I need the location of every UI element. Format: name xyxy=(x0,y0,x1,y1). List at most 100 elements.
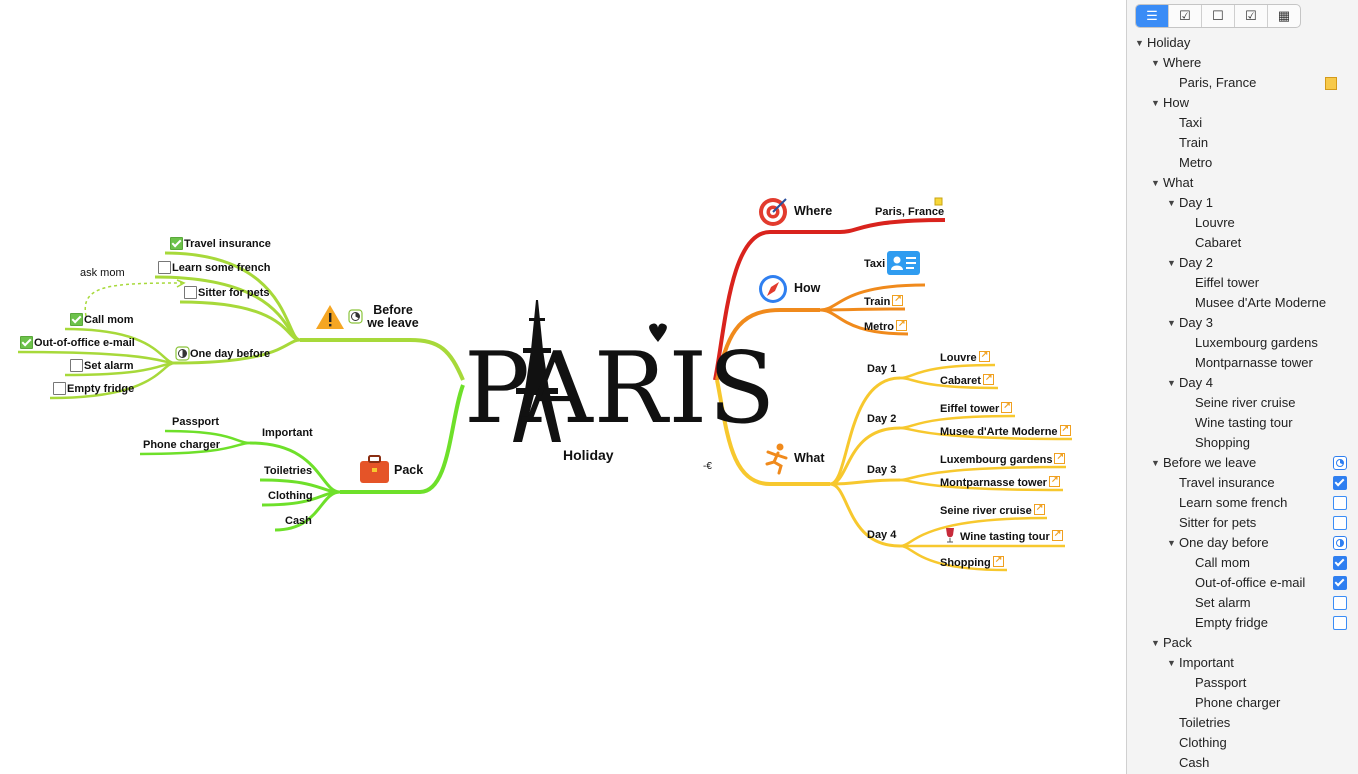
outline-row[interactable]: Travel insurance xyxy=(1127,473,1358,493)
topic-sitter-pets[interactable]: Sitter for pets xyxy=(198,287,270,299)
relationship-label[interactable]: ask mom xyxy=(80,267,125,279)
outline-row[interactable]: Toiletries xyxy=(1127,713,1358,733)
disclosure-triangle-icon[interactable]: ▼ xyxy=(1151,178,1160,188)
link-icon[interactable] xyxy=(982,371,994,385)
link-icon[interactable] xyxy=(978,348,990,362)
central-topic-image[interactable]: PARIS xyxy=(464,332,777,446)
checkbox-out-of-office[interactable] xyxy=(20,336,33,349)
outline-row[interactable]: Learn some french xyxy=(1127,493,1358,513)
outline-row[interactable]: Seine river cruise xyxy=(1127,393,1358,413)
topic-one-day-before[interactable]: One day before xyxy=(190,348,271,360)
topic-cash[interactable]: Cash xyxy=(285,515,312,527)
task-checkbox[interactable] xyxy=(1333,496,1347,510)
topic-pack[interactable]: Pack xyxy=(394,463,424,477)
task-checkbox[interactable] xyxy=(1333,476,1347,490)
outline-row[interactable]: ▼Day 2 xyxy=(1127,253,1358,273)
mind-map-canvas[interactable]: PARIS Holiday -€ Where Paris, France How… xyxy=(0,0,1126,774)
outline-row[interactable]: Luxembourg gardens xyxy=(1127,333,1358,353)
topic-taxi[interactable]: Taxi xyxy=(864,258,886,270)
note-icon[interactable] xyxy=(1325,77,1337,90)
topic-luxembourg[interactable]: Luxembourg gardens xyxy=(940,450,1066,467)
topic-day-2[interactable]: Day 2 xyxy=(867,413,897,425)
disclosure-triangle-icon[interactable]: ▼ xyxy=(1167,658,1176,668)
calendar-view-icon[interactable]: ▦ xyxy=(1277,8,1291,23)
link-icon[interactable] xyxy=(1048,473,1060,487)
outline-row[interactable]: Louvre xyxy=(1127,213,1358,233)
topic-empty-fridge[interactable]: Empty fridge xyxy=(67,383,135,395)
collapse-toggle[interactable]: -€ xyxy=(703,461,712,472)
outline-row[interactable]: ▼Where xyxy=(1127,53,1358,73)
link-icon[interactable] xyxy=(1033,501,1045,515)
disclosure-triangle-icon[interactable]: ▼ xyxy=(1167,378,1176,388)
topic-seine[interactable]: Seine river cruise xyxy=(940,501,1045,518)
topic-paris-france[interactable]: Paris, France xyxy=(875,206,945,218)
outline-row[interactable]: Cash xyxy=(1127,753,1358,773)
disclosure-triangle-icon[interactable]: ▼ xyxy=(1151,638,1160,648)
link-icon[interactable] xyxy=(892,292,904,306)
topic-how[interactable]: How xyxy=(794,281,821,295)
task-checkbox[interactable] xyxy=(1333,616,1347,630)
outline-row[interactable]: Sitter for pets xyxy=(1127,513,1358,533)
disclosure-triangle-icon[interactable]: ▼ xyxy=(1135,38,1144,48)
topic-day-3[interactable]: Day 3 xyxy=(867,464,897,476)
link-icon[interactable] xyxy=(895,317,907,331)
disclosure-triangle-icon[interactable]: ▼ xyxy=(1151,58,1160,68)
link-icon[interactable] xyxy=(992,553,1004,567)
disclosure-triangle-icon[interactable]: ▼ xyxy=(1167,198,1176,208)
disclosure-triangle-icon[interactable]: ▼ xyxy=(1167,538,1176,548)
topic-learn-french[interactable]: Learn some french xyxy=(172,262,271,274)
link-icon[interactable] xyxy=(1001,399,1013,413)
topic-day-1[interactable]: Day 1 xyxy=(867,363,897,375)
outline-row[interactable]: Set alarm xyxy=(1127,593,1358,613)
outline-row[interactable]: ▼Day 3 xyxy=(1127,313,1358,333)
checkbox-set-alarm[interactable] xyxy=(70,359,83,372)
outline-row[interactable]: Taxi xyxy=(1127,113,1358,133)
outline-row[interactable]: ▼What xyxy=(1127,173,1358,193)
outline-row[interactable]: Phone charger xyxy=(1127,693,1358,713)
checkbox-call-mom[interactable] xyxy=(70,313,83,326)
task-view-icon[interactable]: ☑ xyxy=(1169,5,1202,27)
link-icon[interactable] xyxy=(1054,450,1066,464)
outline-row[interactable]: Shopping xyxy=(1127,433,1358,453)
progress-icon[interactable] xyxy=(1333,456,1347,470)
topic-cabaret[interactable]: Cabaret xyxy=(940,371,994,388)
outline-row[interactable]: ▼Holiday xyxy=(1127,33,1358,53)
outline-row[interactable]: Out-of-office e-mail xyxy=(1127,573,1358,593)
disclosure-triangle-icon[interactable]: ▼ xyxy=(1167,258,1176,268)
topic-clothing[interactable]: Clothing xyxy=(268,490,313,502)
disclosure-triangle-icon[interactable]: ▼ xyxy=(1167,318,1176,328)
outline-row[interactable]: Train xyxy=(1127,133,1358,153)
topic-out-of-office[interactable]: Out-of-office e-mail xyxy=(34,337,135,349)
topic-travel-insurance[interactable]: Travel insurance xyxy=(184,238,271,250)
disclosure-triangle-icon[interactable]: ▼ xyxy=(1151,458,1160,468)
link-icon[interactable] xyxy=(1059,422,1071,436)
topic-shopping[interactable]: Shopping xyxy=(940,553,1004,570)
outline-row[interactable]: Wine tasting tour xyxy=(1127,413,1358,433)
topic-musee[interactable]: Musee d'Arte Moderne xyxy=(940,422,1071,439)
outline-row[interactable]: Musee d'Arte Moderne xyxy=(1127,293,1358,313)
outline-row[interactable]: Cabaret xyxy=(1127,233,1358,253)
topic-wine[interactable]: Wine tasting tour xyxy=(960,527,1063,544)
topic-passport[interactable]: Passport xyxy=(172,416,220,428)
task-checkbox[interactable] xyxy=(1333,556,1347,570)
outline-row[interactable]: Eiffel tower xyxy=(1127,273,1358,293)
outline-row[interactable]: Empty fridge xyxy=(1127,613,1358,633)
checklist-view-icon[interactable]: ☑ xyxy=(1235,5,1268,27)
topic-eiffel-tower[interactable]: Eiffel tower xyxy=(940,399,1013,416)
task-checkbox[interactable] xyxy=(1333,576,1347,590)
outline-row[interactable]: Paris, France xyxy=(1127,73,1358,93)
topic-set-alarm[interactable]: Set alarm xyxy=(84,360,134,372)
outline-row[interactable]: ▼Before we leave xyxy=(1127,453,1358,473)
outline-row[interactable]: ▼Day 1 xyxy=(1127,193,1358,213)
outline-row[interactable]: Passport xyxy=(1127,673,1358,693)
checkbox-learn-french[interactable] xyxy=(158,261,171,274)
task-checkbox[interactable] xyxy=(1333,516,1347,530)
outline-row[interactable]: ▼Day 4 xyxy=(1127,373,1358,393)
checkbox-view-icon[interactable]: ☐ xyxy=(1202,5,1235,27)
topic-toiletries[interactable]: Toiletries xyxy=(264,465,313,477)
outline-row[interactable]: ▼Pack xyxy=(1127,633,1358,653)
outline-view-icon[interactable]: ☰ xyxy=(1136,5,1169,27)
progress-icon[interactable] xyxy=(1333,536,1347,550)
outline-row[interactable]: Montparnasse tower xyxy=(1127,353,1358,373)
